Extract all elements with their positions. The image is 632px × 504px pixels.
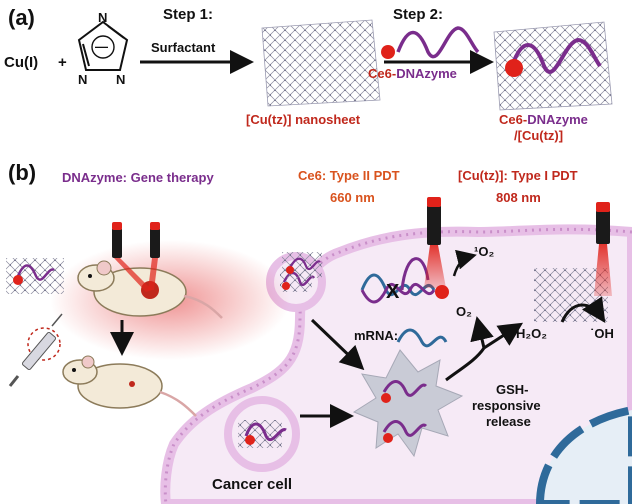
injected-nanosheet <box>6 258 64 294</box>
h2o2-label: H₂O₂ <box>516 326 548 341</box>
nanosheet-outside-cell <box>282 252 322 278</box>
ce6-dnazyme-reagent <box>381 26 480 59</box>
arrow-gsh-release <box>445 347 486 382</box>
oxygen-label: O₂ <box>456 304 472 319</box>
arrow-h2o2-to-oh <box>560 296 606 323</box>
reactant-cu-label: Cu(I) <box>4 54 39 71</box>
nucleus <box>535 405 632 504</box>
product-dnazyme <box>505 37 602 77</box>
endocytic-vesicle-bottom <box>224 396 300 472</box>
laser-on-mouse <box>112 222 160 292</box>
ring-n-bottom-left: N <box>78 72 88 87</box>
gsh-line2: responsive <box>472 398 541 413</box>
arrow-release-to-sheet <box>483 322 524 350</box>
plus-sign: + <box>58 54 67 71</box>
mrna-strand <box>396 328 448 348</box>
arrow-o2-to-singlet <box>452 249 477 277</box>
product-label-line2: /[Cu(tz)] <box>514 128 564 143</box>
laser-660 <box>424 197 446 288</box>
mouse-cured <box>62 355 197 417</box>
product-ce6: Ce6- <box>499 112 528 127</box>
lysosome-release <box>352 349 464 458</box>
dnazyme-gene-therapy-label: DNAzyme: Gene therapy <box>62 170 214 185</box>
product-label-line1: Ce6-DNAzyme <box>499 112 588 127</box>
svg-text:X: X <box>386 281 400 303</box>
gsh-line3: release <box>486 414 531 429</box>
nanosheet-label: [Cu(tz)] nanosheet <box>246 112 361 127</box>
ring-charge: — <box>95 39 108 54</box>
step2-reagent-dnazyme: DNAzyme <box>396 66 457 81</box>
step2-reagent: Ce6-DNAzyme <box>368 66 457 81</box>
singlet-oxygen-label: ¹O₂ <box>474 244 495 259</box>
syringe <box>8 313 63 387</box>
ring-n-bottom-right: N <box>116 72 126 87</box>
gsh-line1: GSH- <box>496 382 529 397</box>
dnazyme-mrna-complex: X <box>360 257 449 304</box>
hydroxyl-radical-label: ˙OH <box>590 326 614 341</box>
ce6-wavelength: 660 nm <box>330 190 375 205</box>
cutz-nanosheet <box>261 19 381 107</box>
product-dnazyme: DNAzyme <box>527 112 588 127</box>
step2-reagent-ce6: Ce6- <box>368 66 397 81</box>
step2-title: Step 2: <box>393 6 444 23</box>
cutz-wavelength: 808 nm <box>496 190 541 205</box>
step1-reagent: Surfactant <box>151 40 216 55</box>
ce6-pdt-label: Ce6: Type II PDT <box>298 168 400 183</box>
laser-808 <box>594 202 612 296</box>
product-nanosheet <box>493 21 613 111</box>
arrow-vesicle-to-lysosome <box>310 318 365 371</box>
ring-n-top: N <box>98 10 108 25</box>
arrow-release-to-dnazyme <box>470 316 494 349</box>
mrna-label: mRNA: <box>354 328 399 343</box>
cancer-cell-label: Cancer cell <box>212 476 293 493</box>
step1-title: Step 1: <box>163 6 214 23</box>
cutz-pdt-label: [Cu(tz)]: Type I PDT <box>458 168 578 183</box>
panel-a-label: (a) <box>8 5 35 30</box>
cell-membrane-dots <box>163 227 632 504</box>
panel-b-label: (b) <box>8 160 37 185</box>
triazolate-ring <box>77 20 129 71</box>
